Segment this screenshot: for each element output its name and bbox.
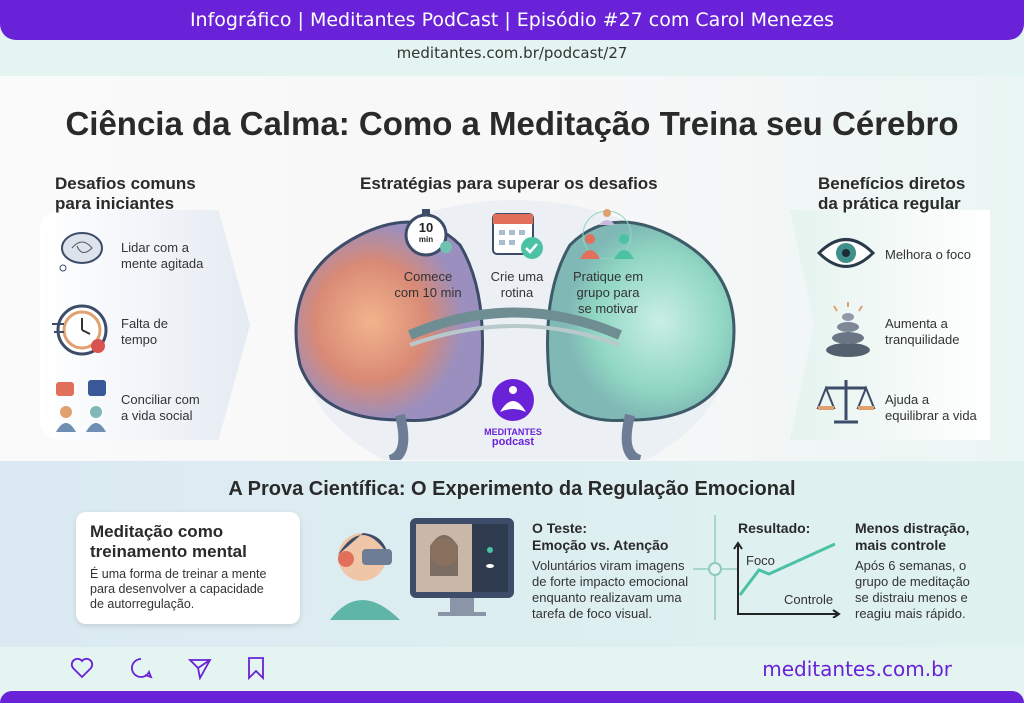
experiment-heading: A Prova Científica: O Experimento da Reg…	[228, 478, 796, 500]
calendar-check-icon	[490, 208, 546, 269]
person-vr-illustration	[322, 515, 412, 625]
result-foco-label: Foco	[746, 553, 775, 568]
conclusion-title: Menos distração,mais controle	[855, 520, 970, 553]
page-title: Ciência da Calma: Como a Meditação Trein…	[65, 105, 959, 142]
test-title: O Teste:Emoção vs. Atenção	[532, 520, 669, 553]
result-title: Resultado:	[738, 520, 811, 536]
footer	[0, 647, 1024, 691]
header-title: Infográfico | Meditantes PodCast | Episó…	[189, 9, 835, 31]
result-controle-label: Controle	[784, 592, 834, 607]
brain-illustration	[294, 200, 736, 460]
heart-icon[interactable]	[70, 656, 94, 680]
timeline-divider	[693, 515, 737, 620]
monitor-illustration	[408, 516, 516, 616]
meditantes-logo: MEDITANTES podcast	[478, 378, 548, 448]
thought-cloud-icon	[55, 228, 105, 278]
balance-scale-icon	[816, 376, 876, 431]
share-icon[interactable]	[188, 656, 212, 680]
focus-line	[738, 542, 836, 596]
comment-icon[interactable]	[129, 656, 153, 680]
group-meditation-icon	[574, 205, 640, 270]
social-people-icon	[52, 378, 112, 434]
header-bar: Infográfico | Meditantes PodCast | Episó…	[0, 0, 1024, 40]
result-chart	[733, 541, 841, 618]
clock-icon	[50, 302, 110, 358]
footer-url[interactable]: meditantes.com.br	[762, 657, 952, 681]
bookmark-icon[interactable]	[246, 656, 266, 680]
benefit-item: Melhora o foco	[885, 247, 971, 262]
stacked-stones-icon	[820, 302, 876, 363]
eye-icon	[816, 230, 876, 281]
strategies-heading: Estratégias para superar os desafios	[360, 174, 658, 193]
episode-url[interactable]: meditantes.com.br/podcast/27	[396, 44, 628, 62]
bottom-bar	[0, 691, 1024, 703]
